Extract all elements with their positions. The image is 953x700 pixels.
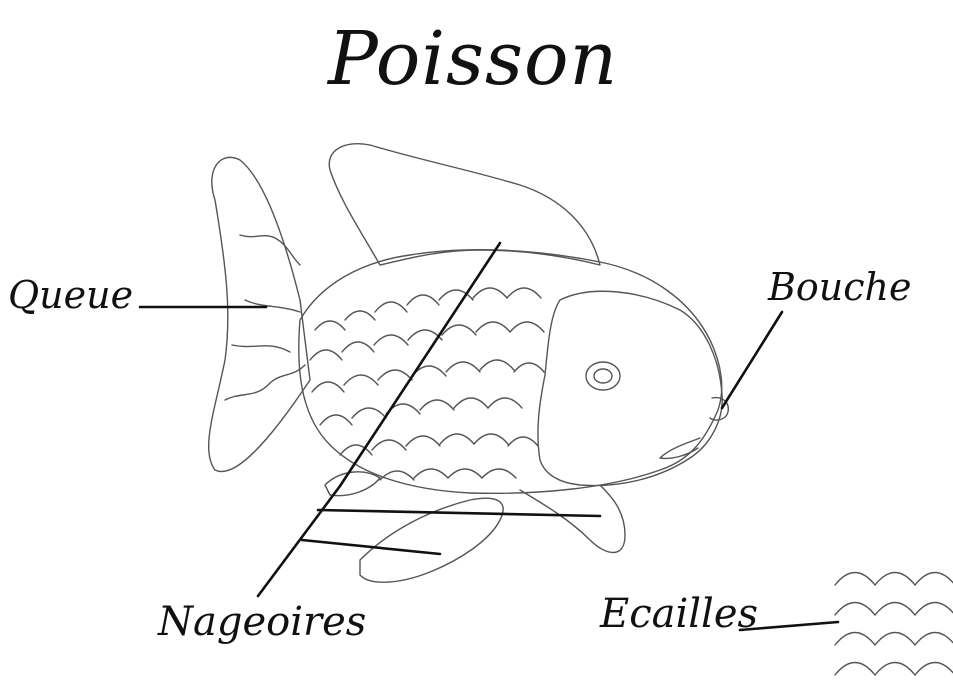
fish-eye-inner — [594, 369, 612, 383]
fish-head — [538, 291, 722, 485]
label-ecailles: Ecailles — [600, 594, 758, 634]
tail-pattern — [225, 235, 305, 400]
leader-nageoires-top — [340, 243, 500, 486]
small-fin — [325, 472, 380, 496]
label-queue: Queue — [8, 276, 133, 314]
diagram-title: Poisson — [328, 22, 618, 96]
fish-body — [299, 250, 722, 494]
body-scales — [310, 288, 544, 480]
label-bouche: Bouche — [768, 268, 912, 306]
leader-nageoires-main — [258, 486, 340, 596]
pelvic-fin — [520, 485, 625, 553]
dorsal-fin — [329, 144, 600, 265]
fish-eye-outer — [586, 362, 620, 390]
tail-fin — [209, 157, 310, 471]
scales-sample — [835, 573, 953, 676]
label-nageoires: Nageoires — [158, 602, 366, 642]
leader-nageoires-low — [302, 540, 440, 554]
leader-bouche — [722, 312, 782, 408]
